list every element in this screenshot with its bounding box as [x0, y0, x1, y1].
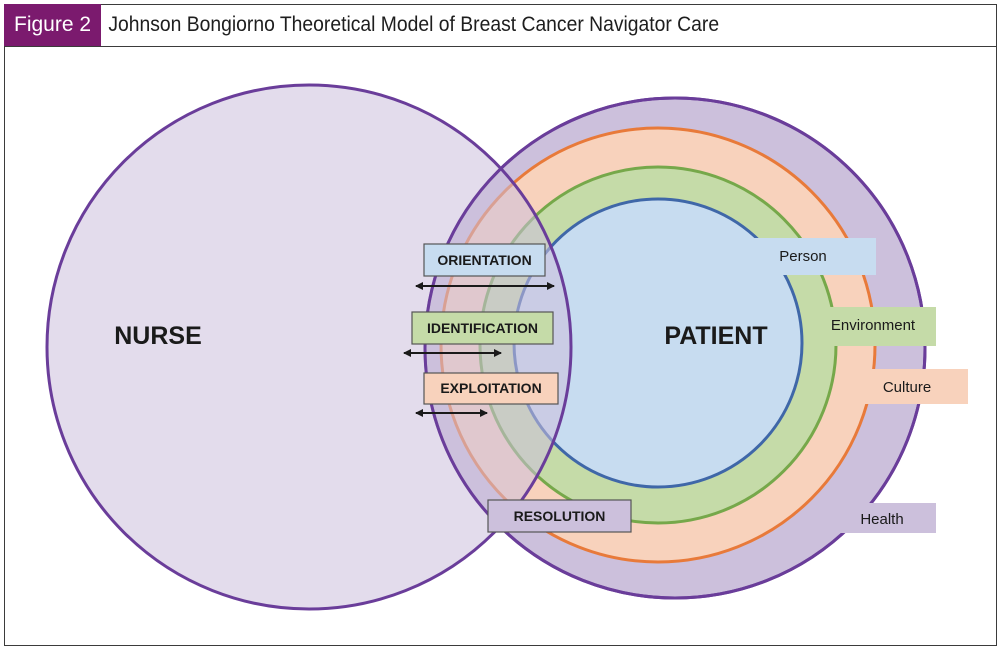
patient-label: PATIENT: [664, 322, 767, 350]
identification-label: IDENTIFICATION: [427, 320, 538, 336]
resolution-label: RESOLUTION: [514, 508, 606, 524]
exploitation-label: EXPLOITATION: [440, 380, 541, 396]
health-tag-label: Health: [860, 511, 903, 528]
figure-header: Figure 2 Johnson Bongiorno Theoretical M…: [4, 4, 997, 47]
health-tag: [836, 503, 936, 533]
environment-tag-label: Environment: [831, 317, 916, 334]
figure-label: Figure 2: [4, 4, 102, 46]
exploitation-box: [423, 372, 559, 405]
environment-tag: [812, 307, 936, 346]
nurse-circle: [47, 85, 571, 609]
orientation-label: ORIENTATION: [437, 252, 531, 268]
person-tag-label: Person: [779, 248, 827, 265]
identification-box: [411, 311, 554, 345]
person-tag: [752, 238, 876, 275]
resolution-box: [487, 499, 632, 533]
figure-frame: [4, 4, 997, 646]
culture-tag: [860, 369, 968, 404]
nurse-circle-outline: [45, 83, 573, 611]
culture-tag-label: Culture: [883, 379, 931, 396]
patient-circle-outline: [423, 96, 927, 600]
nurse-label: NURSE: [114, 322, 202, 350]
orientation-box: [423, 243, 546, 277]
figure-title: Johnson Bongiorno Theoretical Model of B…: [108, 13, 720, 36]
